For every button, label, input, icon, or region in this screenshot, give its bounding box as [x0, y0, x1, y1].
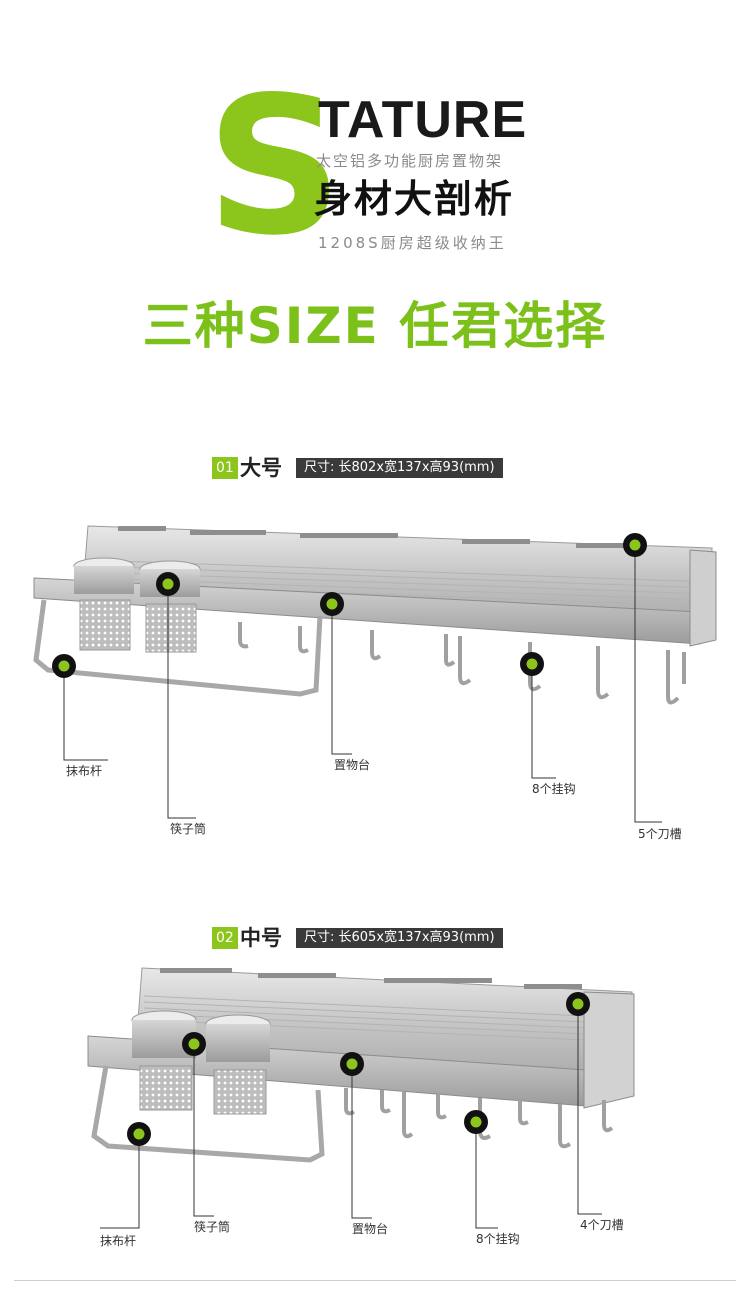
header-title: 身材大剖析: [314, 177, 515, 221]
callout-lines-large: [63, 545, 662, 823]
size-dimensions: 尺寸: 长605x宽137x高93(mm): [296, 928, 503, 948]
size-index-badge: 02: [212, 927, 238, 949]
section-divider: [14, 1280, 736, 1281]
callout-shelf: 置物台: [334, 758, 371, 772]
header-model-subtitle: 1208S厨房超级收纳王: [318, 234, 507, 252]
medium-rack: [87, 967, 635, 1163]
callout-shelf: 置物台: [352, 1222, 389, 1236]
callout-towel-bar: 抹布杆: [100, 1234, 137, 1248]
size-dimensions: 尺寸: 长802x宽137x高93(mm): [296, 458, 503, 478]
headline: 三种SIZE 任君选择: [142, 297, 608, 355]
callout-chopstick-holder: 筷子筒: [194, 1220, 231, 1234]
callout-knife-slots: 4个刀槽: [580, 1218, 624, 1232]
header-subtitle: 太空铝多功能厨房置物架: [316, 152, 504, 170]
brand-big-s: S: [206, 56, 343, 277]
callout-lines-medium: [100, 1004, 602, 1229]
large-rack: [33, 525, 717, 705]
callout-chopstick-holder: 筷子筒: [170, 822, 207, 836]
callout-dots: [52, 533, 647, 1146]
size-index-badge: 01: [212, 457, 238, 479]
callout-hooks: 8个挂钩: [476, 1232, 520, 1246]
callout-knife-slots: 5个刀槽: [638, 827, 682, 841]
callout-hooks: 8个挂钩: [532, 782, 576, 796]
brand-tature: TATURE: [318, 91, 528, 149]
callout-towel-bar: 抹布杆: [66, 764, 103, 778]
size-name: 大号: [240, 456, 282, 480]
size-name: 中号: [240, 926, 282, 950]
